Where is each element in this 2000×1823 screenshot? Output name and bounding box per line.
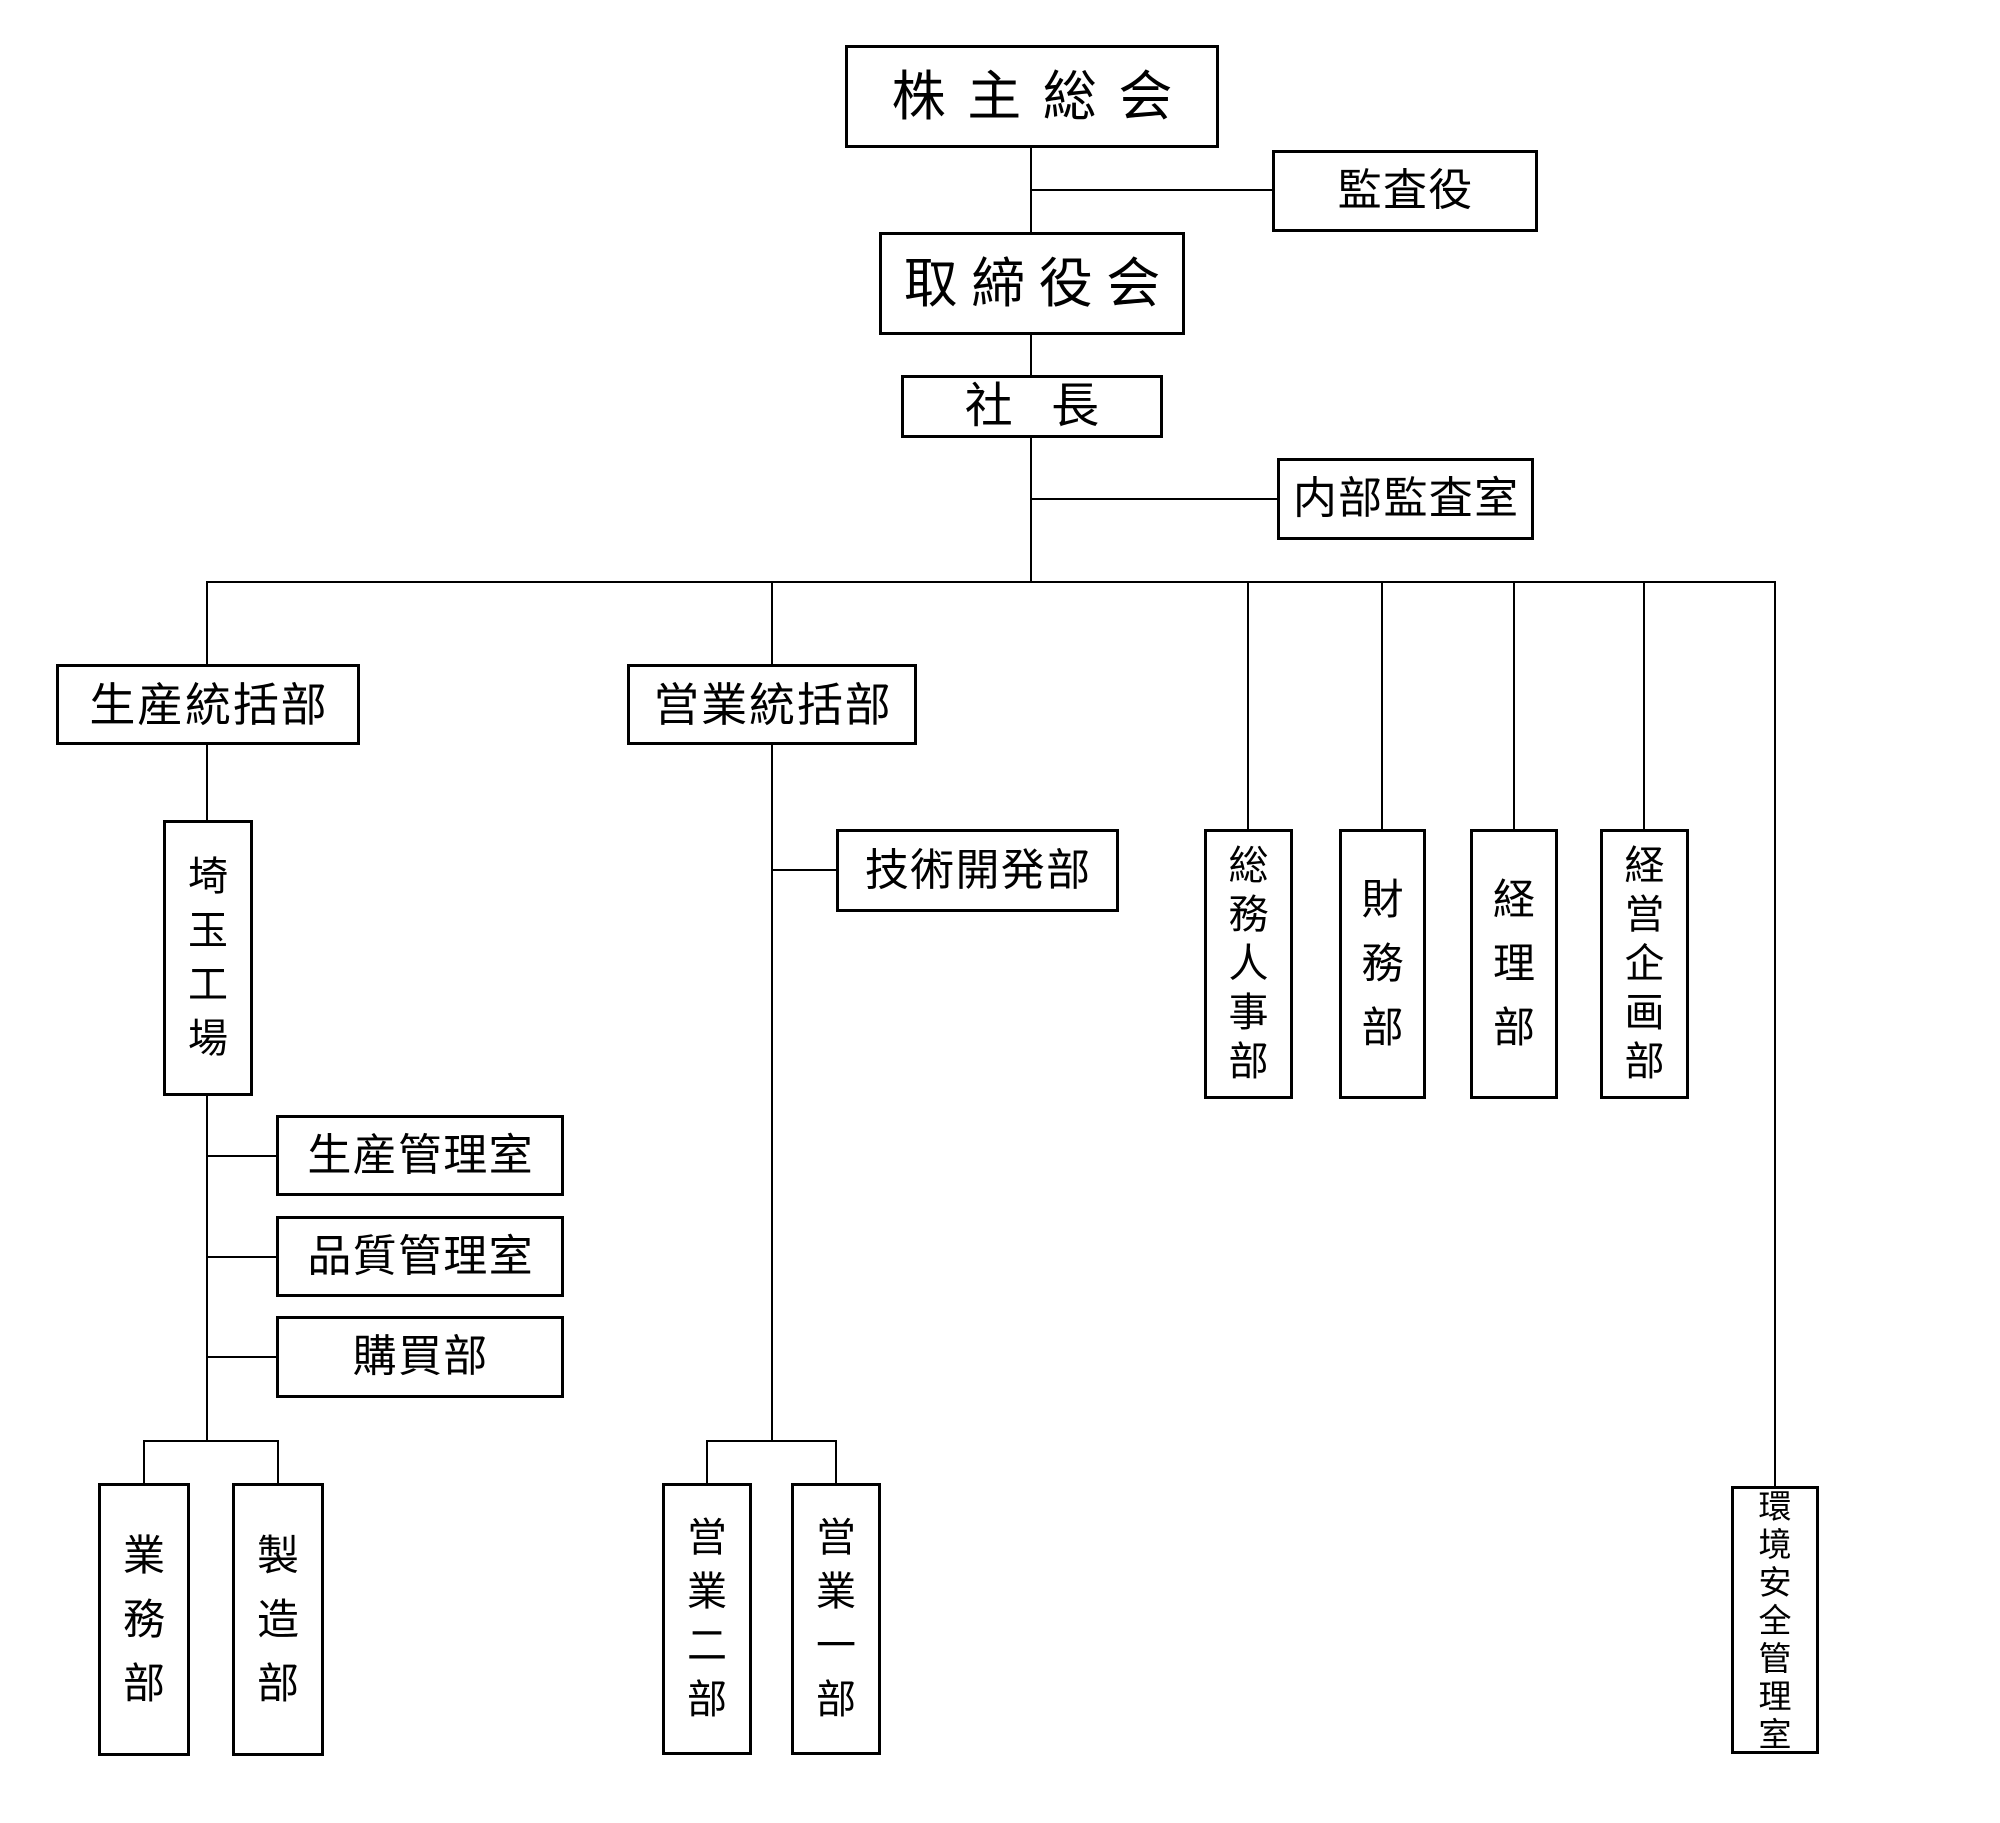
connector-distribution-line: [206, 581, 1776, 583]
connector-drop-environment-safety: [1774, 581, 1776, 1486]
node-label-shareholders-meeting: 株主総会: [891, 66, 1194, 127]
node-manufacturing-dept: 製造部: [232, 1483, 324, 1756]
node-finance-dept: 財務部: [1339, 829, 1426, 1099]
node-corporate-planning-dept: 経営企画部: [1600, 829, 1689, 1099]
connector-stub-quality-control: [207, 1256, 276, 1258]
node-label-auditor: 監査役: [1337, 166, 1474, 215]
node-auditor: 監査役: [1272, 150, 1538, 232]
connector-drop-general-affairs: [1247, 581, 1249, 829]
node-technology-development-dept: 技術開発部: [836, 829, 1119, 912]
node-label-operations-dept: 業務部: [122, 1531, 165, 1707]
connector-drop-production-div: [206, 581, 208, 664]
node-label-technology-development-dept: 技術開発部: [864, 845, 1092, 895]
connector-drop-finance: [1381, 581, 1383, 829]
node-label-board-of-directors: 取締役会: [903, 253, 1174, 314]
node-saitama-factory: 埼玉工場: [163, 820, 253, 1096]
connector-auditor-stub: [1030, 189, 1272, 191]
node-accounting-dept: 経理部: [1470, 829, 1558, 1099]
node-label-internal-audit-office: 内部監査室: [1292, 474, 1520, 523]
node-production-general-div: 生産統括部: [56, 664, 360, 745]
node-label-quality-control-office: 品質管理室: [307, 1231, 534, 1281]
connector-tee-factory: [143, 1440, 279, 1442]
connector-shareholders-board: [1030, 148, 1032, 234]
connector-internal-audit-stub: [1030, 498, 1277, 500]
connector-production-factory: [206, 745, 208, 820]
connector-drop-sales1: [835, 1440, 837, 1483]
node-sales-general-div: 営業統括部: [627, 664, 917, 745]
connector-board-president: [1030, 335, 1032, 377]
connector-drop-sales-div: [771, 581, 773, 664]
connector-stub-tech-dev: [771, 869, 836, 871]
node-quality-control-office: 品質管理室: [276, 1216, 564, 1297]
node-label-sales-dept-1: 営業一部: [816, 1516, 856, 1722]
connector-factory-trunk: [206, 1096, 208, 1442]
node-label-general-affairs-hr-dept: 総務人事部: [1228, 844, 1269, 1084]
connector-drop-operations: [143, 1440, 145, 1483]
connector-drop-accounting: [1513, 581, 1515, 829]
node-label-production-general-div: 生産統括部: [89, 678, 329, 731]
connector-stub-purchasing: [207, 1356, 276, 1358]
node-president: 社長: [901, 375, 1163, 438]
node-operations-dept: 業務部: [98, 1483, 190, 1756]
node-sales-dept-2: 営業二部: [662, 1483, 752, 1755]
node-label-president: 社長: [964, 379, 1138, 433]
node-label-production-control-office: 生産管理室: [307, 1130, 534, 1180]
node-label-manufacturing-dept: 製造部: [256, 1531, 299, 1707]
node-purchasing-dept: 購買部: [276, 1316, 564, 1398]
node-label-environment-safety-office: 環境安全管理室: [1758, 1487, 1792, 1753]
node-label-accounting-dept: 経理部: [1492, 876, 1535, 1051]
node-sales-dept-1: 営業一部: [791, 1483, 881, 1755]
node-general-affairs-hr-dept: 総務人事部: [1204, 829, 1293, 1099]
connector-drop-manufacturing: [277, 1440, 279, 1483]
node-label-purchasing-dept: 購買部: [352, 1332, 489, 1381]
connector-drop-corporate-planning: [1643, 581, 1645, 829]
connector-president-trunk: [1030, 438, 1032, 583]
node-label-finance-dept: 財務部: [1361, 876, 1404, 1051]
node-environment-safety-office: 環境安全管理室: [1731, 1486, 1819, 1754]
node-shareholders-meeting: 株主総会: [845, 45, 1219, 148]
connector-drop-sales2: [706, 1440, 708, 1483]
connector-sales-trunk: [771, 745, 773, 1442]
connector-tee-sales: [706, 1440, 837, 1442]
node-label-corporate-planning-dept: 経営企画部: [1624, 844, 1665, 1084]
connector-stub-production-control: [207, 1155, 276, 1157]
node-label-sales-dept-2: 営業二部: [687, 1516, 727, 1722]
node-label-sales-general-div: 営業統括部: [653, 678, 893, 731]
node-production-control-office: 生産管理室: [276, 1115, 564, 1196]
node-board-of-directors: 取締役会: [879, 232, 1185, 335]
node-internal-audit-office: 内部監査室: [1277, 458, 1534, 540]
node-label-saitama-factory: 埼玉工場: [188, 855, 228, 1061]
